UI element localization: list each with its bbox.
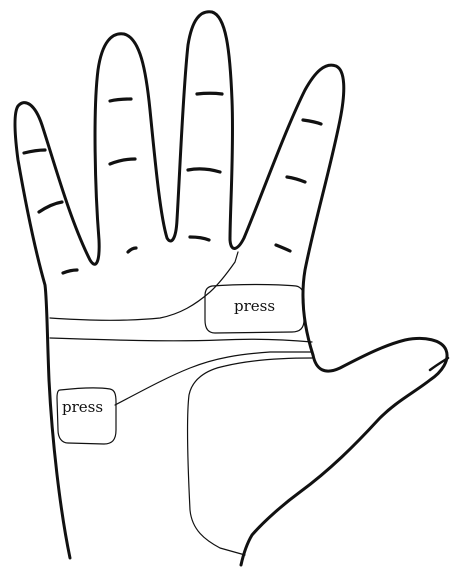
press-label-upper: press bbox=[234, 299, 275, 314]
hand-outline bbox=[15, 12, 447, 565]
press-label-lower: press bbox=[62, 400, 103, 415]
ring-finger-crease-3 bbox=[128, 248, 136, 252]
life-line-lower bbox=[187, 358, 312, 555]
middle-finger-crease-3 bbox=[190, 237, 209, 240]
head-line bbox=[50, 338, 312, 342]
life-line-upper bbox=[115, 352, 312, 405]
little-finger-crease-1 bbox=[24, 150, 45, 153]
index-finger-crease-3 bbox=[276, 245, 290, 251]
little-finger-crease-3 bbox=[63, 270, 77, 273]
index-finger-crease-1 bbox=[303, 120, 321, 124]
ring-finger-crease-2 bbox=[110, 159, 135, 164]
ring-finger-crease-1 bbox=[110, 99, 131, 101]
little-finger-crease-2 bbox=[39, 202, 62, 212]
middle-finger-crease-2 bbox=[188, 169, 220, 172]
middle-finger-crease-1 bbox=[197, 93, 222, 94]
index-finger-crease-2 bbox=[287, 177, 305, 182]
